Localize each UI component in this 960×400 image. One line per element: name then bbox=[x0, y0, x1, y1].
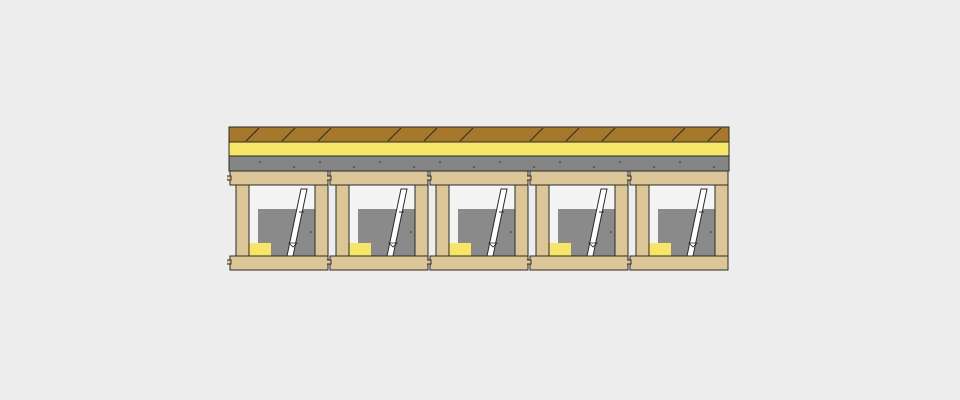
aggregate-mark bbox=[410, 231, 412, 233]
top-chord bbox=[629, 170, 729, 186]
timber-cassette bbox=[527, 170, 629, 271]
screed-aggregate-dots bbox=[259, 161, 715, 168]
screed-dot bbox=[439, 161, 441, 163]
screed-dot bbox=[379, 161, 381, 163]
insulation-strip bbox=[549, 243, 571, 256]
insulation-strip bbox=[649, 243, 671, 256]
joint-notch bbox=[427, 175, 432, 181]
left-stud bbox=[435, 184, 450, 257]
screed-dot bbox=[619, 161, 621, 163]
right-stud bbox=[614, 184, 629, 257]
aggregate-mark bbox=[288, 242, 298, 248]
top-chord bbox=[429, 170, 529, 186]
floorboard-hatch-line bbox=[671, 127, 686, 142]
screed-dot bbox=[293, 166, 295, 168]
aggregate-mark bbox=[588, 242, 598, 248]
aggregate-mark bbox=[488, 242, 498, 248]
screed-dot bbox=[259, 161, 261, 163]
screed-dot bbox=[499, 161, 501, 163]
screed-dot bbox=[533, 166, 535, 168]
timber-cassette bbox=[227, 170, 329, 271]
bottom-chord bbox=[229, 255, 329, 271]
left-stud bbox=[235, 184, 250, 257]
screed-dot bbox=[559, 161, 561, 163]
timber-cassette-row bbox=[227, 170, 729, 271]
screed-band bbox=[228, 155, 730, 172]
aggregate-mark bbox=[710, 231, 712, 233]
floorboard-hatch-line bbox=[423, 127, 438, 142]
left-stud bbox=[635, 184, 650, 257]
aggregate-mark bbox=[510, 231, 512, 233]
right-stud bbox=[414, 184, 429, 257]
left-stud bbox=[335, 184, 350, 257]
joint-notch bbox=[527, 175, 532, 181]
aggregate-mark bbox=[388, 242, 398, 248]
screed-dot bbox=[713, 166, 715, 168]
screed-layer bbox=[228, 155, 730, 172]
top-chord bbox=[229, 170, 329, 186]
aggregate-mark bbox=[610, 231, 612, 233]
floorboard-hatch-line bbox=[565, 127, 580, 142]
floorboard-hatch-line bbox=[529, 127, 544, 142]
floorboard-layer bbox=[228, 126, 730, 143]
timber-cassette bbox=[627, 170, 729, 271]
timber-cassette bbox=[327, 170, 429, 271]
insulation-layer bbox=[228, 141, 730, 157]
joint-notch bbox=[227, 259, 232, 265]
timber-cassette bbox=[427, 170, 529, 271]
insulation-strip bbox=[449, 243, 471, 256]
screed-dot bbox=[653, 166, 655, 168]
joint-notch bbox=[327, 259, 332, 265]
joint-notch bbox=[627, 259, 632, 265]
floorboard-hatch-line bbox=[707, 127, 722, 142]
joint-notch bbox=[427, 259, 432, 265]
floorboard-hatching bbox=[245, 127, 722, 142]
floorboard-hatch-line bbox=[245, 127, 260, 142]
screed-dot bbox=[593, 166, 595, 168]
screed-dot bbox=[413, 166, 415, 168]
screed-dot bbox=[679, 161, 681, 163]
joint-notch bbox=[627, 175, 632, 181]
joint-notch bbox=[227, 175, 232, 181]
floorboard-hatch-line bbox=[317, 127, 332, 142]
joint-notch bbox=[327, 175, 332, 181]
right-stud bbox=[314, 184, 329, 257]
insulation-band bbox=[228, 141, 730, 157]
screed-dot bbox=[353, 166, 355, 168]
bottom-chord bbox=[329, 255, 429, 271]
right-stud bbox=[514, 184, 529, 257]
insulation-strip bbox=[249, 243, 271, 256]
floorboard-hatch-line bbox=[281, 127, 296, 142]
right-stud bbox=[714, 184, 729, 257]
bottom-chord bbox=[529, 255, 629, 271]
screed-dot bbox=[319, 161, 321, 163]
floorboard-hatch-line bbox=[459, 127, 474, 142]
insulation-strip bbox=[349, 243, 371, 256]
floorboard-hatch-line bbox=[601, 127, 616, 142]
aggregate-mark bbox=[310, 231, 312, 233]
left-stud bbox=[535, 184, 550, 257]
screed-dot bbox=[473, 166, 475, 168]
joint-notch bbox=[527, 259, 532, 265]
top-chord bbox=[329, 170, 429, 186]
bottom-chord bbox=[429, 255, 529, 271]
aggregate-mark bbox=[688, 242, 698, 248]
floorboard-hatch-line bbox=[387, 127, 402, 142]
top-chord bbox=[529, 170, 629, 186]
floorboard-band bbox=[228, 126, 730, 143]
bottom-chord bbox=[629, 255, 729, 271]
